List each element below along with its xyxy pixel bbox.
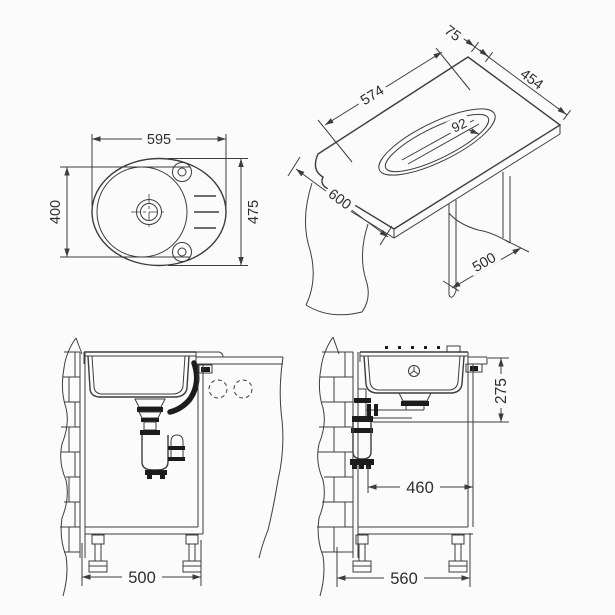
plan-view: 595 400 475 (48, 132, 262, 267)
mounting-clip (198, 364, 213, 374)
adjustable-foot-side-left (352, 534, 372, 573)
countertop-front (196, 356, 284, 559)
dim-400: 400 (48, 166, 190, 258)
side-section-view: 275 460 560 (317, 336, 510, 597)
pipe-hole-dashed-1 (208, 379, 228, 399)
dim-400-label: 400 (48, 200, 64, 224)
drainer-grooves (194, 195, 219, 229)
dim-75-454: 75 454 (439, 19, 571, 121)
front-section-view: 500 (60, 337, 284, 597)
dim-595: 595 (91, 132, 227, 206)
cabinet-side (358, 364, 474, 535)
wall-trap-side (350, 388, 378, 469)
mounting-clip-side (465, 363, 483, 373)
dim-475: 475 (168, 158, 262, 266)
countertop-side (465, 356, 488, 373)
sink-outline (91, 157, 227, 267)
adjustable-foot-front-left (88, 534, 108, 573)
dim-500-front-label: 500 (128, 569, 156, 587)
pipe-hole-dashed-2 (233, 379, 253, 399)
dim-500-front: 500 (81, 540, 202, 587)
tap-hole-plug (446, 345, 461, 353)
adjustable-foot-side-right (448, 534, 468, 573)
d im-460-label: 460 (406, 479, 434, 497)
drain-assembly-front (134, 398, 166, 435)
isometric-view: 75 454 574 600 500 (287, 19, 571, 316)
tap-hole-bottom (172, 242, 192, 262)
brick-wall-side (317, 336, 359, 597)
dim-275-label: 275 (493, 378, 510, 404)
dim-92-label: 92 (449, 115, 469, 135)
side-panel (448, 172, 511, 244)
dim-595-label: 595 (147, 132, 171, 148)
sink-bowl-section-side (359, 345, 469, 394)
drain (131, 194, 167, 230)
brick-wall-left (60, 337, 86, 597)
dim-560-label: 560 (390, 570, 418, 588)
sink-bowl-section-front (83, 351, 224, 398)
adjustable-foot-front-right (182, 534, 202, 573)
cabinet-front (85, 364, 253, 535)
bottle-trap-front (141, 434, 185, 479)
break-edge-right (258, 356, 284, 559)
dim-560: 560 (336, 533, 471, 588)
drain-strainer-symbol (408, 365, 420, 377)
drain-assembly-side (366, 392, 432, 419)
dim-460: 460 (367, 466, 473, 497)
dim-75-label: 75 (441, 23, 463, 45)
dim-92: 92 (445, 113, 480, 136)
dim-475-label: 475 (246, 200, 262, 224)
dim-600: 600 (287, 156, 393, 246)
overflow-pipe (167, 360, 200, 415)
dim-275: 275 (373, 357, 510, 423)
dim-574: 574 (317, 47, 471, 163)
bowl-circle (96, 166, 188, 258)
tap-hole-top (172, 162, 192, 182)
